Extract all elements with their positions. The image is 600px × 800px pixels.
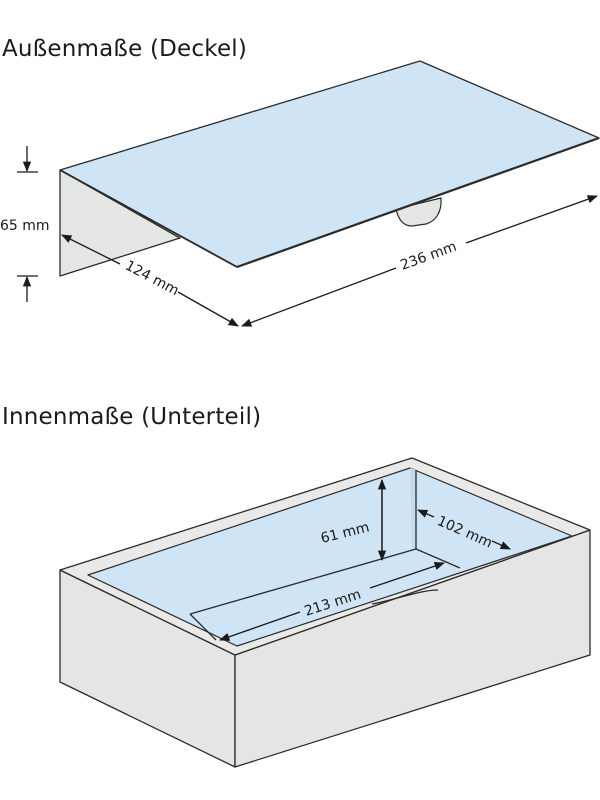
lid-drawing xyxy=(59,60,600,277)
lid-outer-dimensions-title: Außenmaße (Deckel) xyxy=(2,36,248,62)
lid-tuck-tab xyxy=(395,197,442,227)
base-finger-notch xyxy=(371,589,439,605)
base-inner-opening xyxy=(87,467,573,647)
base-drawing xyxy=(59,457,591,768)
lid-width-label: 236 mm xyxy=(398,239,458,274)
base-inner-dimensions-title: Innenmaße (Unterteil) xyxy=(2,404,262,430)
base-inner-right-wall xyxy=(410,468,416,549)
lid-height-label: 65 mm xyxy=(0,218,50,234)
lid-height-dimension: 65 mm xyxy=(0,146,50,302)
lid-depth-label: 124 mm xyxy=(122,258,181,300)
